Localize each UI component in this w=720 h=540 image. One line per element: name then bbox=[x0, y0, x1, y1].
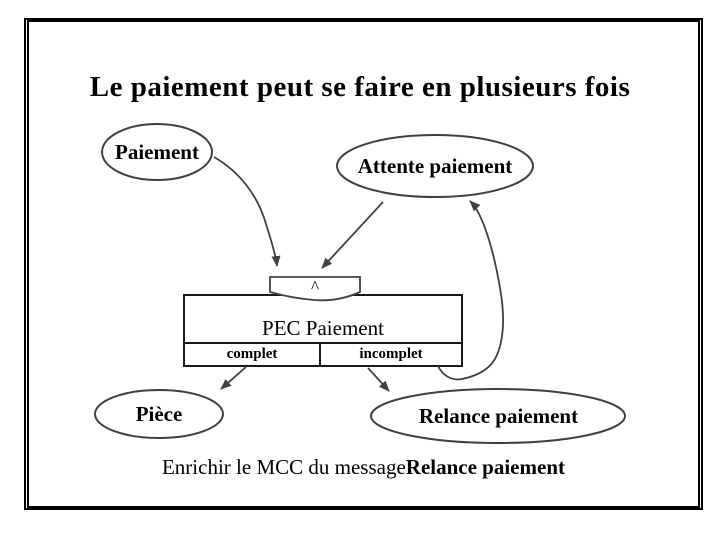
footer-note: Enrichir le MCC du message Relance paiem… bbox=[24, 453, 703, 481]
join-caret-label: ^ bbox=[311, 276, 319, 296]
arrow-complet-to-piece bbox=[220, 366, 247, 390]
pec-cell-complet: complet bbox=[226, 345, 278, 362]
footer-note-bold: Relance paiement bbox=[405, 454, 565, 479]
node-relance-label: Relance paiement bbox=[418, 404, 579, 428]
footer-note-prefix: Enrichir le MCC du message bbox=[161, 454, 406, 479]
join-wave-shape bbox=[269, 276, 361, 302]
arrow-paiement-to-join bbox=[213, 156, 281, 267]
node-paiement-label: Paiement bbox=[115, 140, 199, 164]
node-piece-label: Pièce bbox=[135, 401, 183, 426]
node-piece-ellipse bbox=[94, 389, 224, 439]
pec-table-title: PEC Paiement bbox=[262, 315, 384, 340]
node-paiement-ellipse bbox=[101, 123, 213, 181]
pec-table-rect bbox=[183, 294, 463, 367]
arrow-attente-to-join bbox=[321, 201, 384, 269]
node-relance-ellipse bbox=[370, 388, 626, 444]
arrow-incomplet-to-relance bbox=[367, 367, 390, 392]
node-attente-ellipse bbox=[336, 134, 534, 198]
node-attente-label: Attente paiement bbox=[357, 153, 513, 178]
pec-cell-incomplet: incomplet bbox=[359, 345, 423, 362]
arrow-loop-to-attente bbox=[437, 200, 505, 381]
slide-title: Le paiement peut se faire en plusieurs f… bbox=[89, 70, 631, 103]
